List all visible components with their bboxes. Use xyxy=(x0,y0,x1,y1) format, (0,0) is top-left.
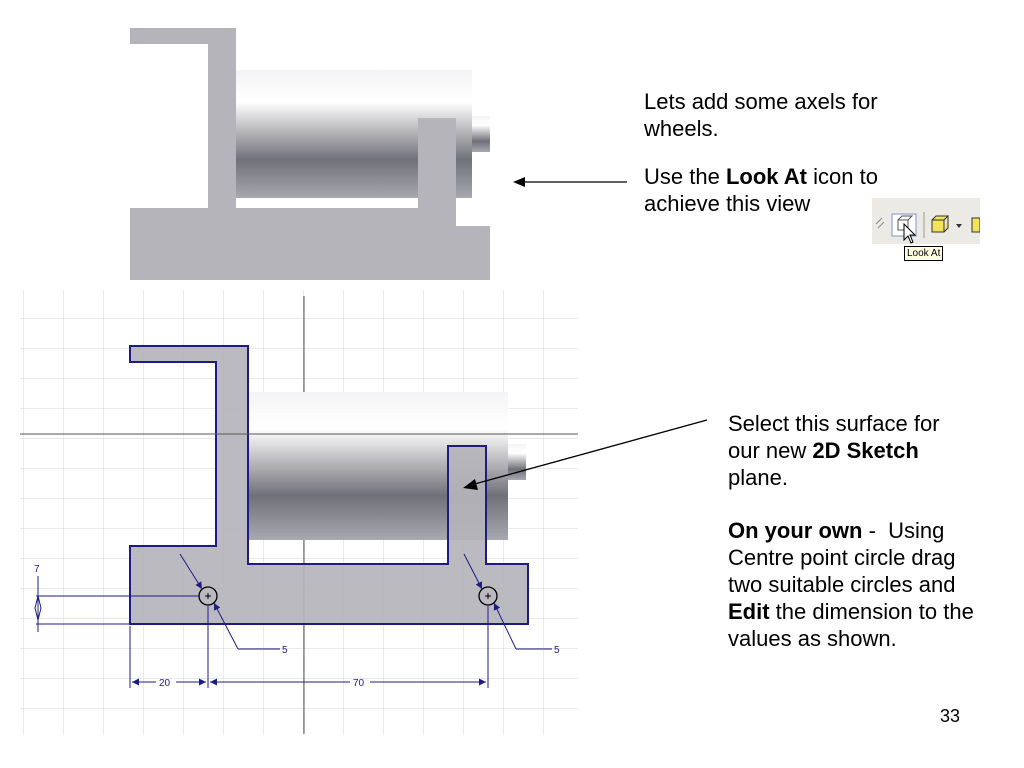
look-at-instruction: Use the Look At icon to achieve this vie… xyxy=(644,164,878,216)
sketch-profile xyxy=(129,345,529,625)
page-number: 33 xyxy=(940,706,961,726)
toolbar-snippet: Look At xyxy=(872,198,980,264)
separator-icon xyxy=(875,217,885,229)
look-at-tooltip: Look At xyxy=(904,246,944,261)
on-your-own-text: On your own - Using Centre point circle … xyxy=(728,518,974,651)
intro-text: Lets add some axels for wheels. xyxy=(644,89,878,141)
dropdown-arrow-icon[interactable] xyxy=(956,224,962,228)
bracket-profile xyxy=(130,28,490,280)
cursor-arrow-icon xyxy=(903,222,917,244)
select-surface-text: Select this surface for our new 2D Sketc… xyxy=(728,411,940,490)
pointer-arrow-view xyxy=(513,177,627,187)
dim-horizontal-mid-label[interactable]: 70 xyxy=(353,678,365,689)
part-look-at-view xyxy=(130,28,490,280)
circle-right[interactable] xyxy=(478,586,498,606)
sketch-view: 7 5 5 20 70 xyxy=(20,290,578,735)
dim-right-diameter-label[interactable]: 5 xyxy=(554,645,560,656)
pointer-arrow-surface xyxy=(463,419,708,490)
axle-stub xyxy=(470,116,490,152)
box-view-icon[interactable] xyxy=(931,215,950,233)
box-view-icon-partial xyxy=(971,217,980,233)
dim-vertical-label[interactable]: 7 xyxy=(34,564,40,575)
dim-left-diameter-label[interactable]: 5 xyxy=(282,645,288,656)
dim-horizontal-left-label[interactable]: 20 xyxy=(159,678,171,689)
